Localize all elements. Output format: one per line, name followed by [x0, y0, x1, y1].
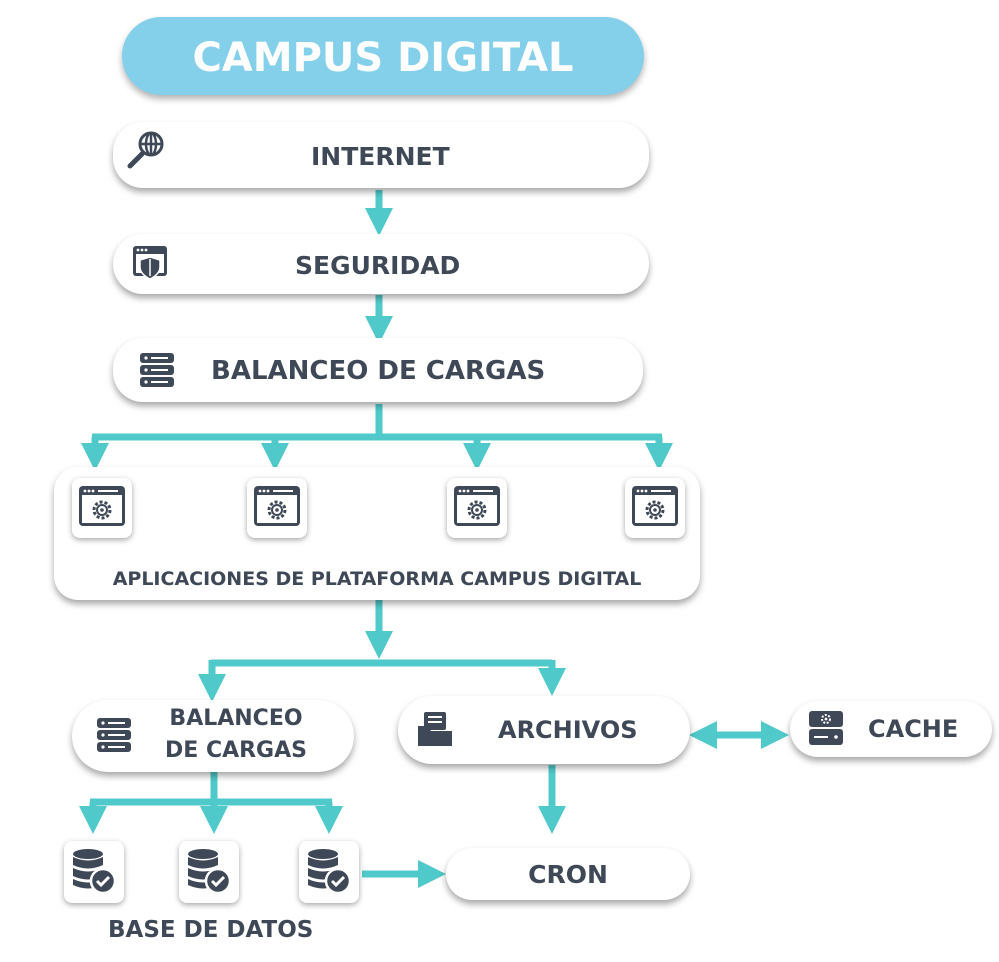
- server-stack-icon: [140, 353, 174, 387]
- seguridad-node: SEGURIDAD: [113, 234, 649, 294]
- internet-node: INTERNET: [113, 122, 649, 188]
- aplicaciones-label: APLICACIONES DE PLATAFORMA CAMPUS DIGITA…: [112, 568, 642, 590]
- balanceo-label-top: BALANCEO DE CARGAS: [211, 356, 546, 386]
- server-stack-icon: [97, 718, 131, 752]
- archivos-label: ARCHIVOS: [498, 716, 638, 744]
- cron-label: CRON: [528, 860, 608, 889]
- archivos-node: ARCHIVOS: [398, 696, 690, 764]
- database-2: [179, 841, 239, 903]
- globe-search-icon: [127, 131, 164, 169]
- window-gear-icon: [254, 486, 300, 526]
- database-check-icon: [188, 849, 232, 895]
- app-server-4: [625, 478, 685, 538]
- aplicaciones-node: [54, 467, 700, 600]
- browser-shield-icon: [133, 246, 167, 280]
- cron-node: CRON: [446, 848, 690, 900]
- server-gear-icon: [809, 711, 843, 745]
- database-1: [64, 841, 124, 903]
- app-server-2: [247, 478, 307, 538]
- database-check-icon: [308, 849, 352, 895]
- app-server-3: [447, 478, 507, 538]
- balanceo-label-lower-2: DE CARGAS: [165, 738, 307, 763]
- file-tray-icon: [418, 712, 452, 746]
- internet-label: INTERNET: [311, 142, 450, 171]
- cache-node: CACHE: [790, 701, 992, 757]
- seguridad-label: SEGURIDAD: [295, 251, 461, 280]
- balanceo-node-top: BALANCEO DE CARGAS: [113, 338, 643, 402]
- app-server-1: [72, 478, 132, 538]
- title-text: CAMPUS DIGITAL: [192, 35, 574, 81]
- balanceo-node-lower: BALANCEO DE CARGAS: [72, 700, 354, 772]
- base-de-datos-label: BASE DE DATOS: [108, 917, 314, 943]
- title-banner: CAMPUS DIGITAL: [122, 17, 644, 95]
- window-gear-icon: [454, 486, 500, 526]
- database-3: [299, 841, 359, 903]
- window-gear-icon: [632, 486, 678, 526]
- window-gear-icon: [79, 486, 125, 526]
- database-check-icon: [73, 849, 117, 895]
- balanceo-label-lower-1: BALANCEO: [169, 706, 303, 731]
- cache-label: CACHE: [868, 715, 959, 743]
